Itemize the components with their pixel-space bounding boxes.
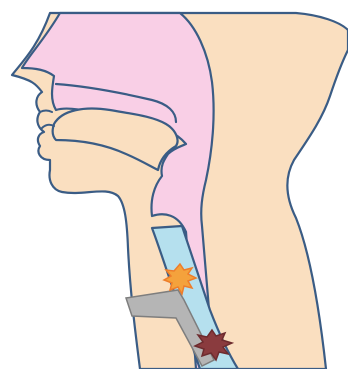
anatomy-diagram xyxy=(0,0,348,369)
